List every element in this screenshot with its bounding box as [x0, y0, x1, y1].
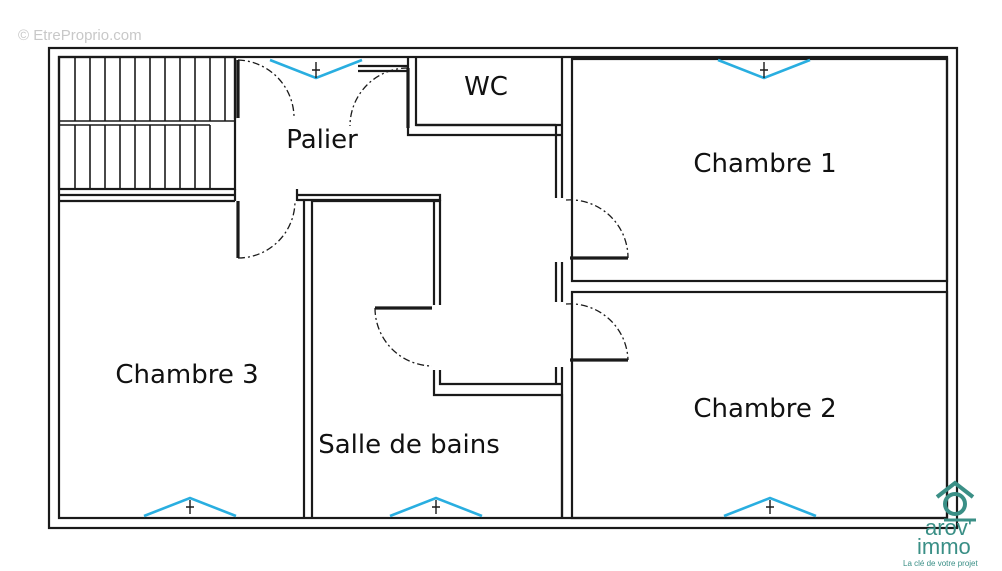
room-label-chambre-1: Chambre 1	[693, 149, 836, 179]
windows	[143, 58, 817, 518]
window-bottom-chambre3	[143, 496, 237, 518]
room-label-palier: Palier	[286, 125, 358, 155]
room-label-salle-de-bains: Salle de bains	[318, 430, 500, 460]
staircase	[57, 55, 237, 191]
interior-walls	[59, 57, 949, 520]
logo-line1: arov'	[925, 515, 972, 540]
watermark-text: © EtreProprio.com	[18, 27, 142, 44]
room-label-chambre-2: Chambre 2	[693, 394, 836, 424]
house-logo-icon	[935, 480, 976, 522]
window-top-landing	[269, 58, 363, 80]
window-top-chambre1	[717, 58, 811, 80]
room-label-wc: WC	[464, 72, 508, 102]
brand-logo: arov' immo La clé de votre projet	[903, 480, 978, 568]
doors	[236, 59, 629, 367]
logo-line2: immo	[917, 534, 971, 559]
window-bottom-chambre2	[723, 496, 817, 518]
room-label-chambre-3: Chambre 3	[115, 360, 258, 390]
logo-tagline: La clé de votre projet	[903, 559, 978, 568]
window-bottom-salle-de-bains	[389, 496, 483, 518]
outer-walls	[47, 46, 959, 530]
